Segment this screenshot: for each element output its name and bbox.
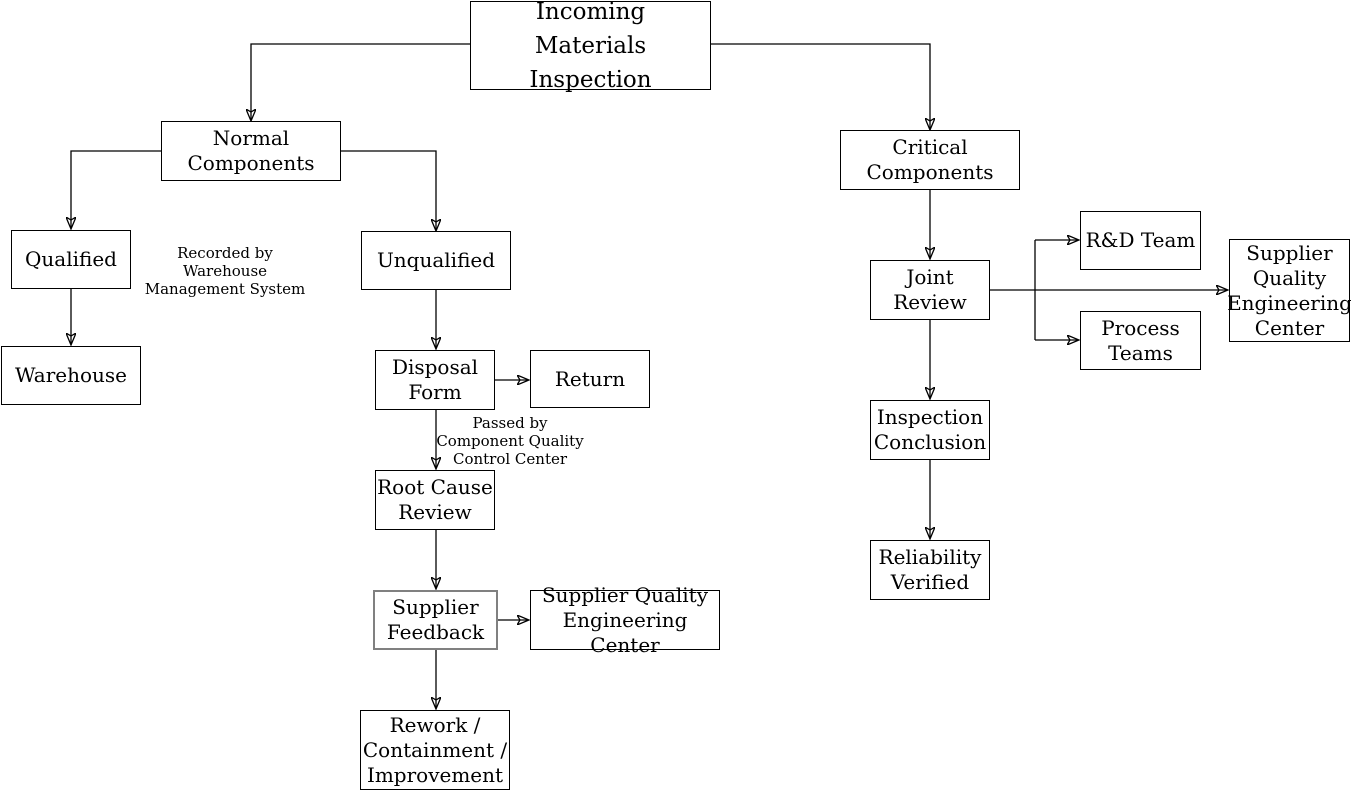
node-critical-components: Critical Components	[840, 130, 1020, 190]
edge-incoming-to-normal	[251, 43, 470, 120]
node-supplier-feedback: Supplier Feedback	[373, 590, 498, 650]
annotation-recorded-by-warehouse: Recorded by Warehouse Management System	[144, 244, 306, 298]
node-return: Return	[530, 350, 650, 408]
node-incoming-materials-inspection: Incoming Materials Inspection	[470, 0, 711, 93]
node-supplier-quality-engineering-center-right: Supplier Quality Engineering Center	[1227, 239, 1351, 342]
node-rework-containment-improvement: Rework / Containment / Improvement	[360, 710, 510, 790]
node-root-cause-review: Root Cause Review	[375, 470, 495, 530]
node-inspection-conclusion: Inspection Conclusion	[870, 400, 990, 460]
annotation-passed-by-cqcc: Passed by Component Quality Control Cent…	[436, 414, 584, 468]
node-rd-team: R&D Team	[1080, 211, 1201, 270]
edge-normal-to-unqualified	[341, 150, 436, 230]
node-unqualified: Unqualified	[361, 231, 511, 290]
edge-incoming-to-critical	[711, 43, 930, 129]
node-disposal-form: Disposal Form	[375, 350, 495, 410]
node-qualified: Qualified	[11, 230, 131, 289]
node-joint-review: Joint Review	[870, 260, 990, 320]
node-supplier-quality-engineering-center-left: Supplier Quality Engineering Center	[530, 583, 720, 657]
node-warehouse: Warehouse	[1, 346, 141, 405]
edge-normal-to-qualified	[71, 150, 161, 228]
node-reliability-verified: Reliability Verified	[870, 540, 990, 600]
node-process-teams: Process Teams	[1080, 311, 1201, 370]
node-normal-components: Normal Components	[161, 121, 341, 181]
